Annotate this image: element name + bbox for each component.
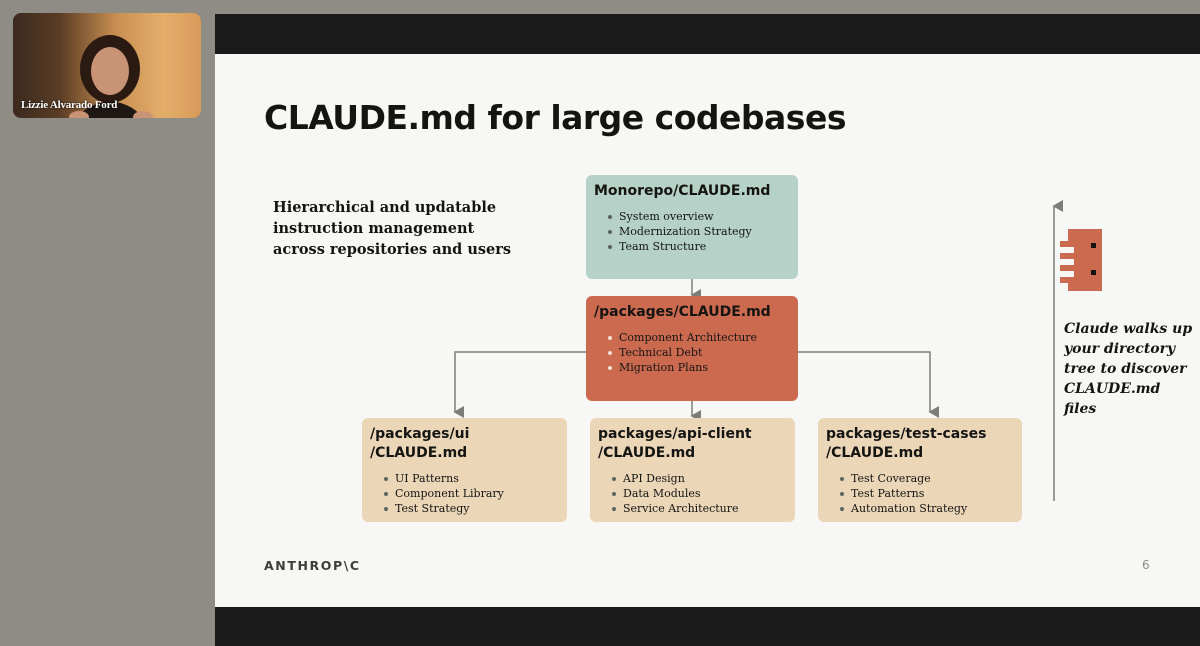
list-item: Data Modules [610,486,787,501]
list-item: System overview [606,209,790,224]
list-item: API Design [610,471,787,486]
slide-subtitle: Hierarchical and updatable instruction m… [273,199,512,258]
participant-name: Lizzie Alvarado Ford [21,99,118,111]
packages-box-title: /packages/CLAUDE.md [594,304,771,320]
slide-page-number: 6 [1142,558,1150,572]
list-item: Migration Plans [606,360,790,375]
api-box-title-line2: /CLAUDE.md [598,445,696,461]
api-box-title-line1: packages/api-client [598,426,752,442]
claude-mascot-icon [1060,229,1102,291]
api-client-claude-box: packages/api-client /CLAUDE.md API Desig… [590,418,795,522]
connector-mid-to-tests [798,351,939,418]
list-item: Component Library [382,486,559,501]
list-item: Team Structure [606,239,790,254]
connector-mid-to-ui [453,351,586,418]
tests-box-title-line2: /CLAUDE.md [826,445,924,461]
list-item: Service Architecture [610,501,787,516]
root-box-list: System overview Modernization Strategy T… [594,209,790,254]
test-cases-claude-box: packages/test-cases /CLAUDE.md Test Cove… [818,418,1022,522]
list-item: Component Architecture [606,330,790,345]
participant-avatar [69,35,153,118]
root-box-title: Monorepo/CLAUDE.md [594,183,771,199]
hierarchy-connectors [453,200,1063,501]
ui-box-list: UI Patterns Component Library Test Strat… [370,471,559,516]
list-item: Test Strategy [382,501,559,516]
anthropic-logo: ANTHROP\C [264,558,361,573]
list-item: Technical Debt [606,345,790,360]
participant-video-tile[interactable]: Lizzie Alvarado Ford [13,13,201,118]
slide-title: CLAUDE.md for large codebases [264,98,846,137]
ui-box-title-line2: /CLAUDE.md [370,445,468,461]
ui-claude-box: /packages/ui /CLAUDE.md UI Patterns Comp… [362,418,567,522]
root-claude-box: Monorepo/CLAUDE.md System overview Moder… [586,175,798,279]
ui-box-title-line1: /packages/ui [370,426,470,442]
presentation-stage: CLAUDE.md for large codebases Hierarchic… [215,14,1200,646]
list-item: Automation Strategy [838,501,1014,516]
packages-box-list: Component Architecture Technical Debt Mi… [594,330,790,375]
list-item: Modernization Strategy [606,224,790,239]
tests-box-title-line1: packages/test-cases [826,426,987,442]
packages-claude-box: /packages/CLAUDE.md Component Architectu… [586,296,798,401]
walk-up-note: Claude walks up your directory tree to d… [1064,321,1193,417]
list-item: Test Coverage [838,471,1014,486]
list-item: Test Patterns [838,486,1014,501]
tests-box-list: Test Coverage Test Patterns Automation S… [826,471,1014,516]
slide: CLAUDE.md for large codebases Hierarchic… [215,54,1200,607]
api-box-list: API Design Data Modules Service Architec… [598,471,787,516]
list-item: UI Patterns [382,471,559,486]
